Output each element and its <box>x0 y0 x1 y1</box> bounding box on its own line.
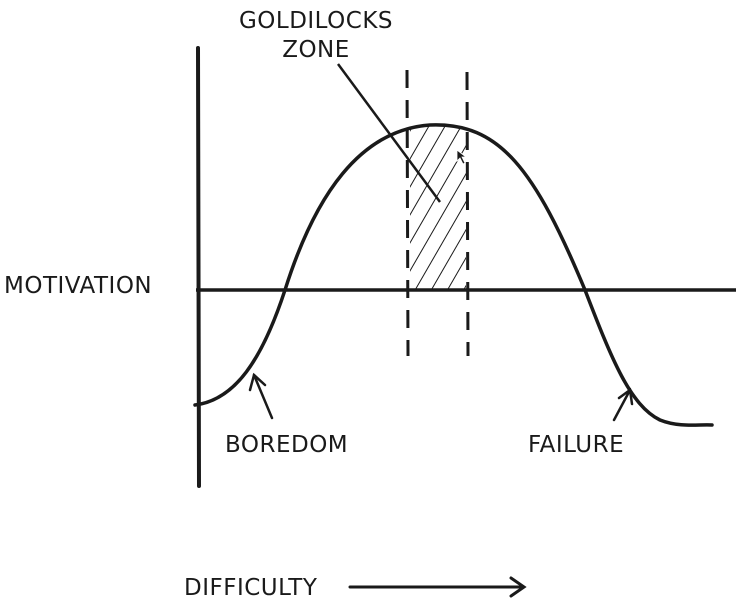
failure-label: FAILURE <box>528 432 624 458</box>
zone-label-line2: ZONE <box>282 37 350 63</box>
boredom-label: BOREDOM <box>225 432 348 458</box>
zone-label-line1: GOLDILOCKS <box>239 8 393 34</box>
motivation-curve <box>193 123 714 427</box>
zone-pointer-line <box>336 63 442 203</box>
y-axis-line <box>196 46 201 488</box>
zone-right-boundary <box>465 71 470 357</box>
x-axis-label: DIFFICULTY <box>184 575 318 601</box>
y-axis-label: MOTIVATION <box>4 273 152 299</box>
difficulty-arrow <box>348 576 527 598</box>
mouse-cursor-icon <box>456 149 468 165</box>
failure-arrow <box>612 387 634 422</box>
boredom-arrow <box>248 372 274 420</box>
zone-left-boundary <box>405 69 410 357</box>
